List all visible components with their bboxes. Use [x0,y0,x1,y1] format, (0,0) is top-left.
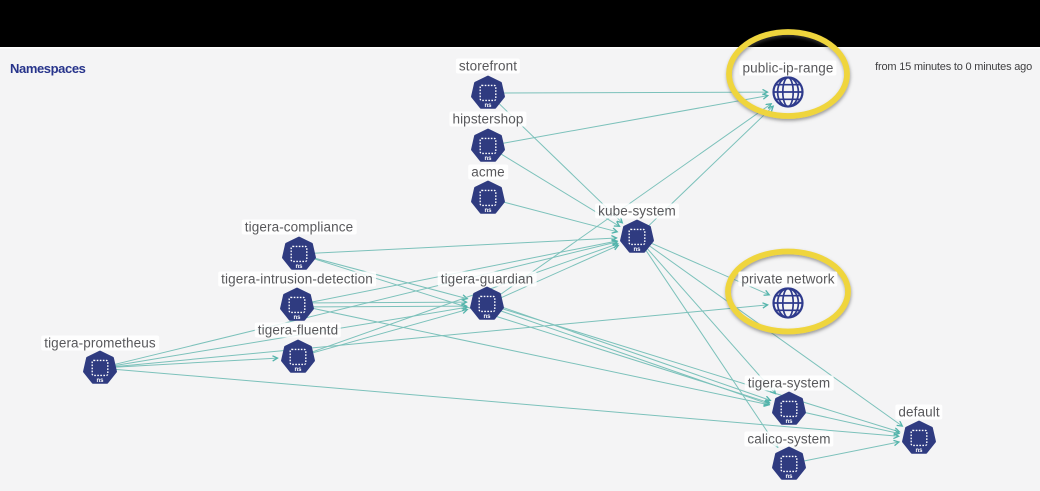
svg-text:ns: ns [785,419,793,425]
svg-text:ns: ns [915,448,923,454]
svg-text:ns: ns [295,264,303,270]
svg-text:ns: ns [633,247,641,253]
svg-text:ns: ns [785,474,793,480]
svg-text:ns: ns [293,315,301,321]
svg-text:ns: ns [96,378,104,384]
svg-text:ns: ns [484,156,492,162]
svg-text:ns: ns [484,103,492,109]
svg-text:ns: ns [483,314,491,320]
svg-text:ns: ns [484,208,492,214]
svg-text:ns: ns [294,367,302,373]
